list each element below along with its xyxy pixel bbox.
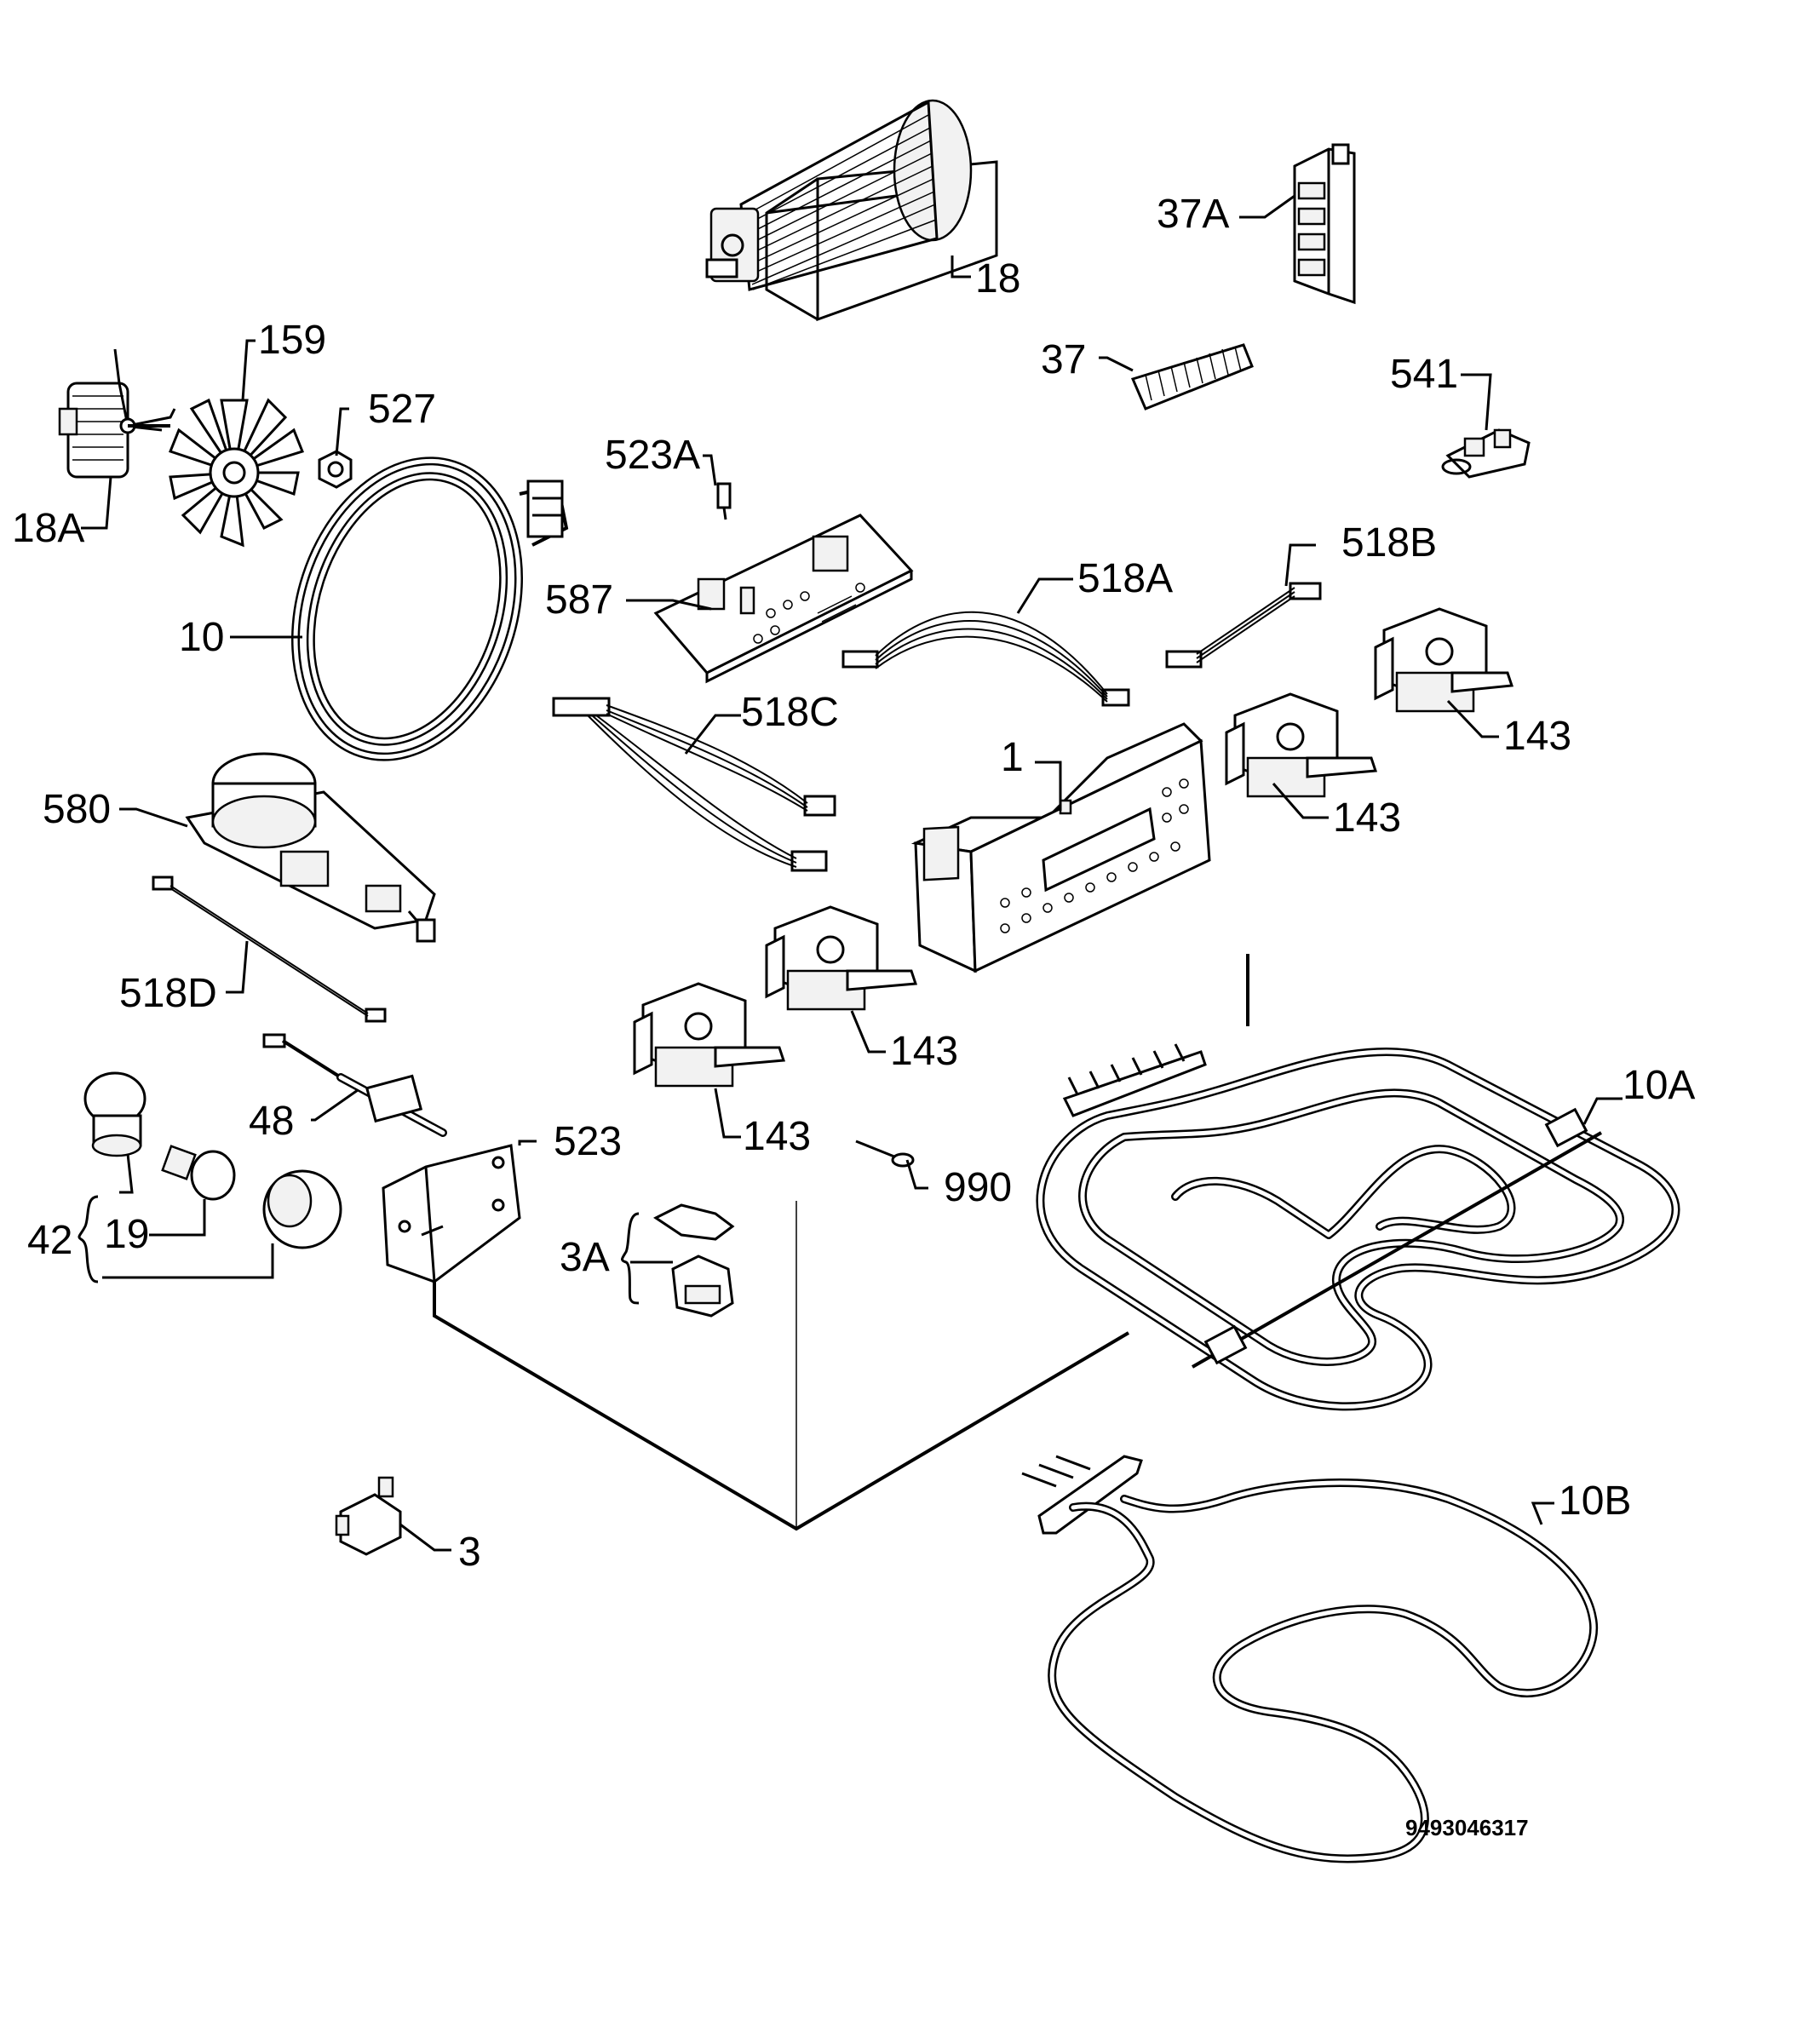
label-18a: 18A	[12, 506, 84, 551]
part-3a-thermostats	[653, 1203, 735, 1318]
part-990-sensor	[855, 1140, 915, 1168]
document-number: 9493046317	[1405, 1815, 1529, 1840]
part-18a-fan-motor	[58, 348, 176, 479]
label-10: 10	[179, 615, 224, 660]
label-3: 3	[458, 1530, 481, 1575]
part-143-switch-left	[633, 982, 786, 1088]
part-159-fan-wheel	[169, 398, 304, 548]
part-10a-grill-element	[1036, 1043, 1680, 1411]
label-10b: 10B	[1559, 1478, 1631, 1524]
part-10b-bottom-element	[1021, 1455, 1599, 1863]
part-523a-sensor	[716, 482, 732, 520]
label-523a: 523A	[605, 433, 700, 478]
label-143-left: 143	[743, 1114, 811, 1159]
part-541-switch	[1441, 428, 1531, 479]
label-37: 37	[1041, 337, 1086, 382]
label-541: 541	[1390, 352, 1458, 397]
part-143-switch-right-bottom	[1225, 692, 1378, 798]
label-580: 580	[43, 787, 111, 832]
label-518c: 518C	[741, 690, 839, 735]
part-518c-harness	[552, 697, 836, 872]
part-18-tangential-fan	[705, 99, 998, 322]
part-143-switch-center	[765, 905, 918, 1011]
label-143-center: 143	[890, 1029, 958, 1074]
label-159: 159	[258, 318, 326, 363]
label-48: 48	[249, 1099, 294, 1144]
part-37-terminal-strip	[1130, 343, 1254, 411]
part-518b-cable	[1165, 582, 1322, 669]
label-523: 523	[554, 1119, 622, 1164]
label-3a: 3A	[560, 1235, 610, 1280]
part-518a-cable	[841, 611, 1130, 707]
part-580-motor-unit	[185, 752, 436, 943]
oven-cavity-outline	[433, 954, 1249, 1531]
label-143-right-bottom: 143	[1333, 795, 1401, 841]
label-19: 19	[104, 1212, 149, 1257]
label-990: 990	[944, 1165, 1012, 1210]
label-518a: 518A	[1077, 556, 1173, 601]
part-1-control-panel	[910, 722, 1211, 973]
part-523-bracket	[382, 1144, 521, 1283]
label-18: 18	[975, 256, 1020, 301]
label-587: 587	[545, 577, 613, 623]
label-143-right-top: 143	[1503, 714, 1571, 759]
label-42: 42	[27, 1218, 72, 1263]
part-10-circular-heating-element	[291, 456, 569, 761]
part-143-switch-right-top	[1374, 607, 1514, 713]
label-518b: 518B	[1341, 520, 1437, 566]
part-3-thermostat	[335, 1476, 402, 1556]
part-37a-terminal-block	[1293, 143, 1356, 305]
label-527: 527	[368, 387, 436, 432]
part-587-circuit-board	[653, 514, 914, 684]
callout-labels: 18 37A 37 541 18A 159 527 523A 10 587 51…	[12, 192, 1695, 1840]
label-518d: 518D	[119, 971, 217, 1016]
part-48-temperature-probe	[262, 1033, 447, 1137]
part-42-lamp-assembly	[83, 1071, 342, 1249]
part-518d-cable	[152, 876, 387, 1023]
label-1: 1	[1001, 735, 1024, 780]
label-10a: 10A	[1623, 1063, 1695, 1108]
label-37a: 37A	[1157, 192, 1229, 237]
leader-lines	[78, 194, 1623, 1552]
part-527-nut	[318, 450, 353, 489]
